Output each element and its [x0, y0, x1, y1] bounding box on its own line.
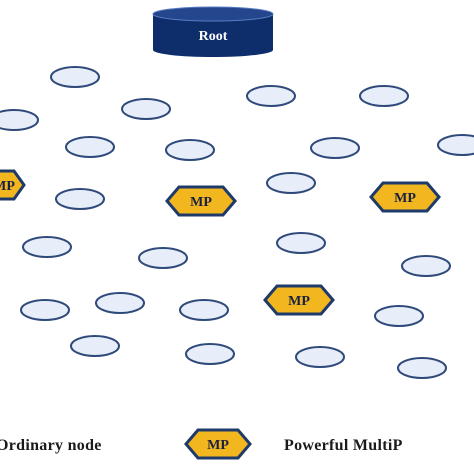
ordinary-node [0, 109, 39, 131]
ordinary-node [276, 232, 326, 254]
ordinary-node [70, 335, 120, 357]
ordinary-nodes [0, 66, 474, 379]
mp-node: MP [369, 181, 441, 213]
ordinary-node [179, 299, 229, 321]
legend-ordinary-label: Ordinary node [0, 437, 102, 454]
mp-hexagon [184, 428, 252, 460]
ordinary-node [401, 255, 451, 277]
mp-label: MP [207, 438, 229, 453]
ordinary-node [246, 85, 296, 107]
ordinary-node [138, 247, 188, 269]
ordinary-node [165, 139, 215, 161]
ordinary-node [185, 343, 235, 365]
ordinary-node [295, 346, 345, 368]
ordinary-node [310, 137, 360, 159]
ordinary-node [437, 134, 474, 156]
root-cylinder-top [152, 6, 274, 22]
root-label: Root [199, 29, 228, 44]
mp-hexagon [369, 181, 441, 213]
mp-node: MP [0, 169, 26, 201]
ordinary-node [50, 66, 100, 88]
mp-label: MP [0, 179, 15, 194]
ordinary-node [374, 305, 424, 327]
legend-mp-label: Powerful MultiP [284, 437, 403, 454]
legend: Ordinary node MP Powerful MultiP [0, 428, 403, 460]
ordinary-node [20, 299, 70, 321]
mp-hexagon [165, 185, 237, 217]
ordinary-node [55, 188, 105, 210]
mp-node: MP [165, 185, 237, 217]
ordinary-node [95, 292, 145, 314]
mp-hexagon [263, 284, 335, 316]
legend-mp-icon: MP [184, 428, 252, 460]
ordinary-node [397, 357, 447, 379]
ordinary-node [121, 98, 171, 120]
mp-node: MP [263, 284, 335, 316]
root-node: Root [152, 6, 274, 57]
mp-label: MP [394, 191, 416, 206]
ordinary-node [266, 172, 316, 194]
ordinary-node [65, 136, 115, 158]
mp-label: MP [190, 195, 212, 210]
mp-label: MP [288, 294, 310, 309]
mp-hexagon [0, 169, 26, 201]
ordinary-node [359, 85, 409, 107]
ordinary-node [22, 236, 72, 258]
root-cylinder-base [153, 43, 273, 57]
